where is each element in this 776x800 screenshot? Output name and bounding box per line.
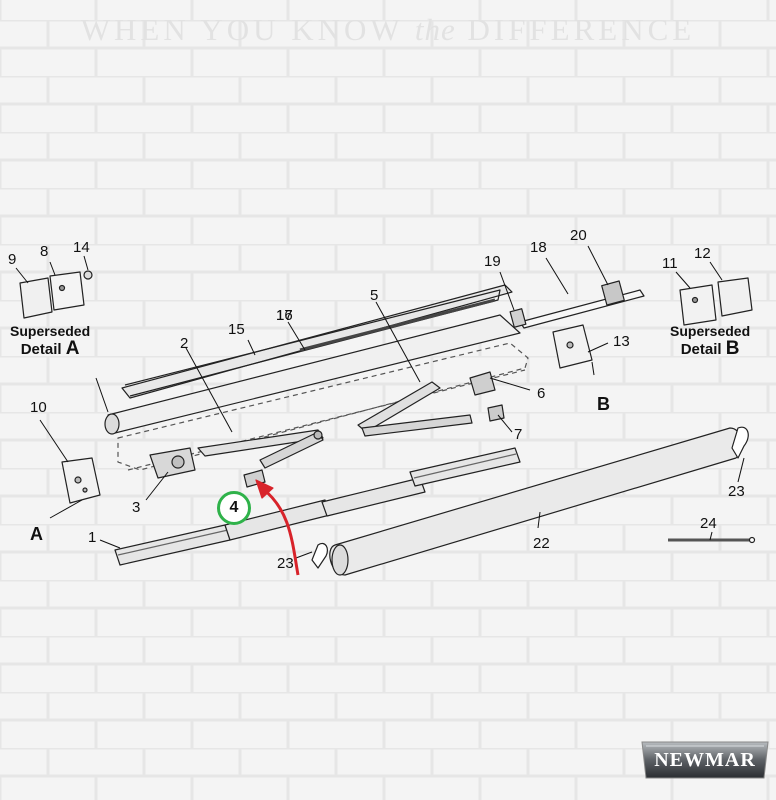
detail-a-letter: A: [65, 337, 80, 359]
callout-part-14: 14: [73, 239, 90, 256]
top-rail: [509, 280, 645, 329]
newmar-logo: [641, 741, 769, 779]
tagline-pre: WHEN YOU KNOW: [80, 12, 404, 47]
detail-b-letter: B: [725, 337, 740, 359]
detail-a-label: Superseded Detail A: [10, 324, 90, 359]
callout-part-1: 1: [88, 529, 97, 546]
newmar-logo-text: NEWMAR: [654, 749, 756, 771]
detail-b-parts: [679, 277, 753, 326]
brand-tagline: WHEN YOU KNOW the DIFFERENCE: [0, 12, 776, 48]
callout-part-9: 9: [8, 251, 17, 268]
lead-rail: [329, 427, 743, 576]
roller-tube-assembly: [104, 284, 521, 435]
detail-b-line2: Detail: [680, 340, 722, 358]
tagline-post: DIFFERENCE: [467, 12, 696, 47]
detail-a-line2: Detail: [20, 340, 62, 358]
callout-part-24: 24: [700, 515, 717, 532]
callout-part-2: 2: [180, 335, 189, 352]
callout-part-18: 18: [530, 239, 547, 256]
end-cap-23a: [311, 542, 329, 569]
callout-part-3: 3: [132, 499, 141, 516]
detail-a-parts: [19, 270, 93, 319]
callout-part-15: 15: [228, 321, 245, 338]
callout-part-13: 13: [613, 333, 630, 350]
detail-b-label: Superseded Detail B: [670, 324, 750, 359]
red-arrow: [261, 486, 300, 576]
callout-part-17: 17: [276, 307, 293, 324]
detail-a-line1: Superseded: [10, 323, 91, 339]
callout-part-12: 12: [694, 245, 711, 262]
callout-part-5: 5: [370, 287, 379, 304]
callout-part-7: 7: [514, 426, 523, 443]
callout-part-23b: 23: [728, 483, 745, 500]
callout-part-23a: 23: [277, 555, 294, 572]
detail-letter-a: A: [30, 524, 43, 544]
dashed-cover-outline: [117, 342, 529, 471]
bottom-rails: [114, 447, 521, 566]
callout-part-19: 19: [484, 253, 501, 270]
callout-part-10: 10: [30, 399, 47, 416]
callout-part-16: 16: [276, 307, 293, 324]
detail-letter-b: B: [597, 394, 610, 414]
arm-5: [357, 371, 496, 437]
callout-part-11: 11: [662, 255, 678, 272]
tagline-the: the: [414, 12, 456, 47]
detail-b-line1: Superseded: [670, 323, 751, 339]
highlighted-part-4: 4: [217, 491, 251, 525]
leader-lines: [15, 245, 745, 559]
arm-2: [197, 429, 324, 469]
callout-part-20: 20: [570, 227, 587, 244]
callout-part-6: 6: [537, 385, 546, 402]
callout-part-22: 22: [533, 535, 550, 552]
callout-part-8: 8: [40, 243, 49, 260]
end-cap-23b: [731, 426, 749, 459]
